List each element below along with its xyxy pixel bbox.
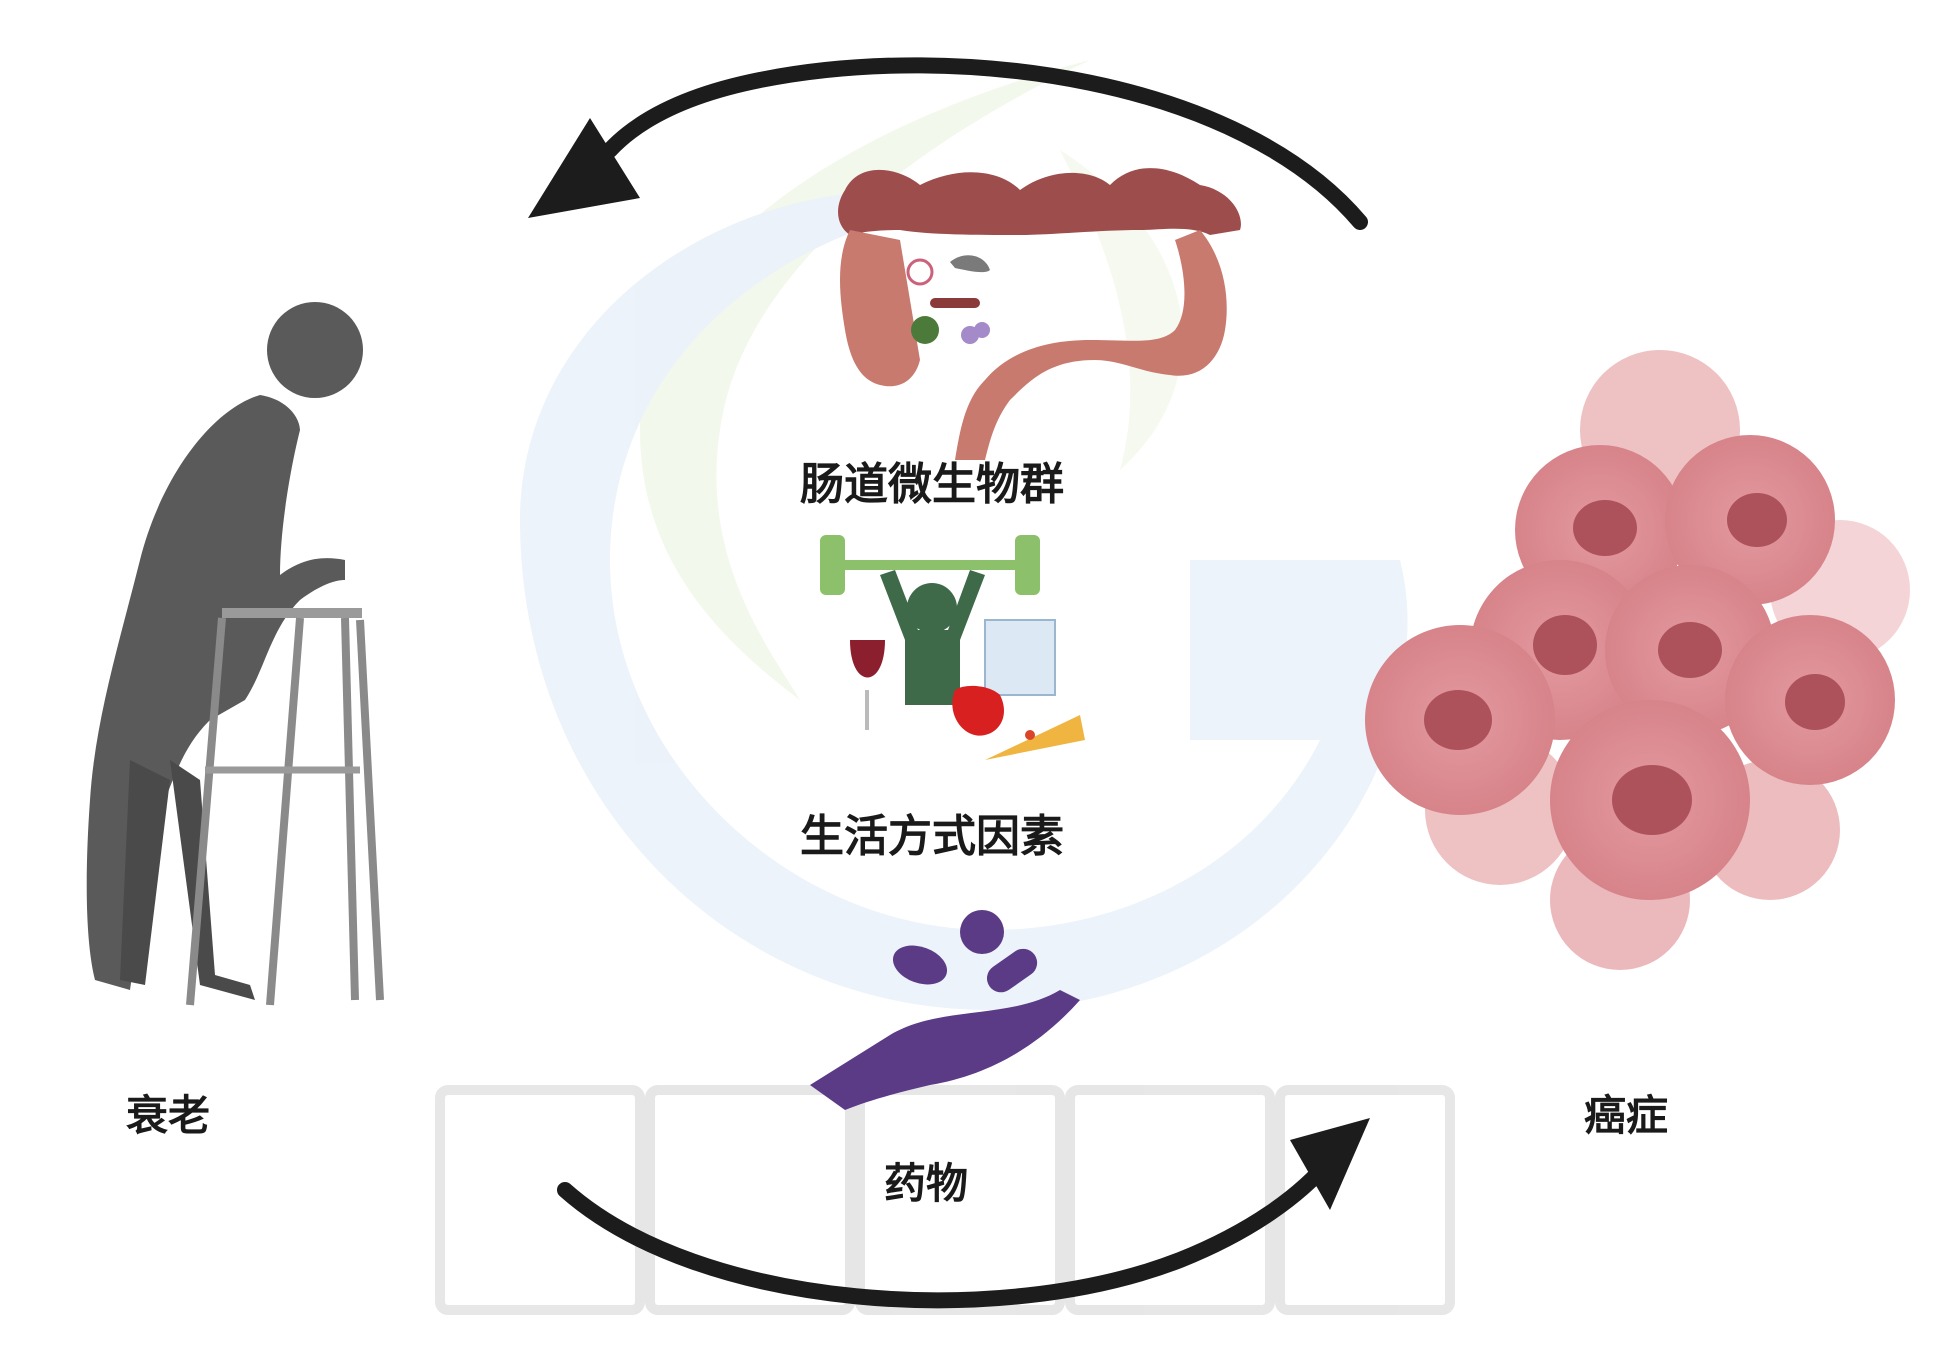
cancer-cell-cluster-icon: [1365, 350, 1910, 970]
label-drugs: 药物: [884, 1159, 969, 1208]
label-aging: 衰老: [126, 1091, 211, 1140]
barbell-person-food-icon: [820, 535, 1085, 760]
bottom-arrow: [557, 1118, 1370, 1309]
elderly-walker-icon: [86, 302, 384, 1006]
intestine-microbes-icon: [838, 168, 1241, 460]
label-gut-microbiota: 肠道微生物群: [800, 459, 1064, 510]
watermark-text: [435, 1085, 1455, 1315]
label-cancer: 癌症: [1584, 1091, 1669, 1140]
top-arrow: [528, 57, 1368, 230]
pills-hand-icon: [810, 910, 1080, 1110]
label-lifestyle-factors: 生活方式因素: [800, 811, 1064, 862]
